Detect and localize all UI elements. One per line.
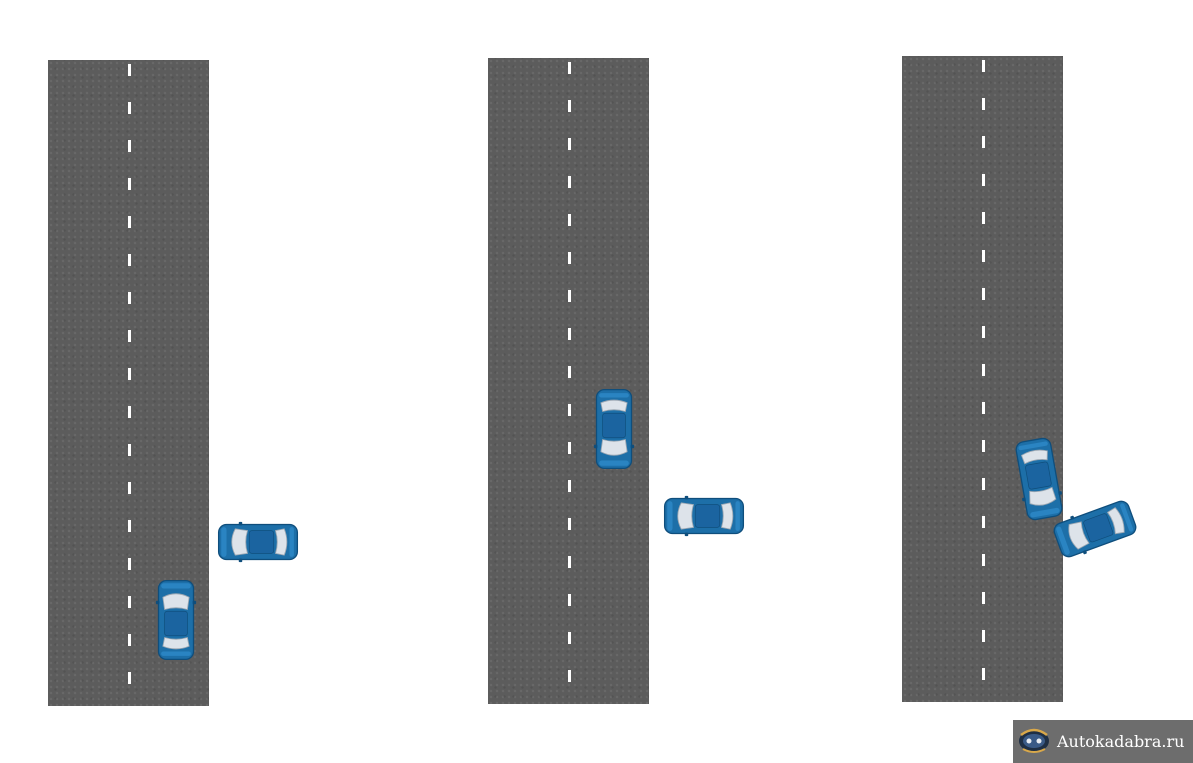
watermark: Autokadabra.ru (1013, 720, 1193, 763)
road-scene-3 (902, 56, 1063, 702)
lane-marking (981, 56, 985, 702)
road-scene-2 (488, 58, 649, 704)
lane-marking (567, 58, 571, 704)
car-icon (658, 495, 750, 537)
road-scene-1 (48, 60, 209, 706)
car-icon (212, 521, 304, 563)
lane-marking (127, 60, 131, 706)
watermark-text: Autokadabra.ru (1057, 732, 1185, 751)
car-icon (155, 574, 197, 666)
autokadabra-logo-icon (1017, 725, 1051, 759)
car-icon (593, 383, 635, 475)
